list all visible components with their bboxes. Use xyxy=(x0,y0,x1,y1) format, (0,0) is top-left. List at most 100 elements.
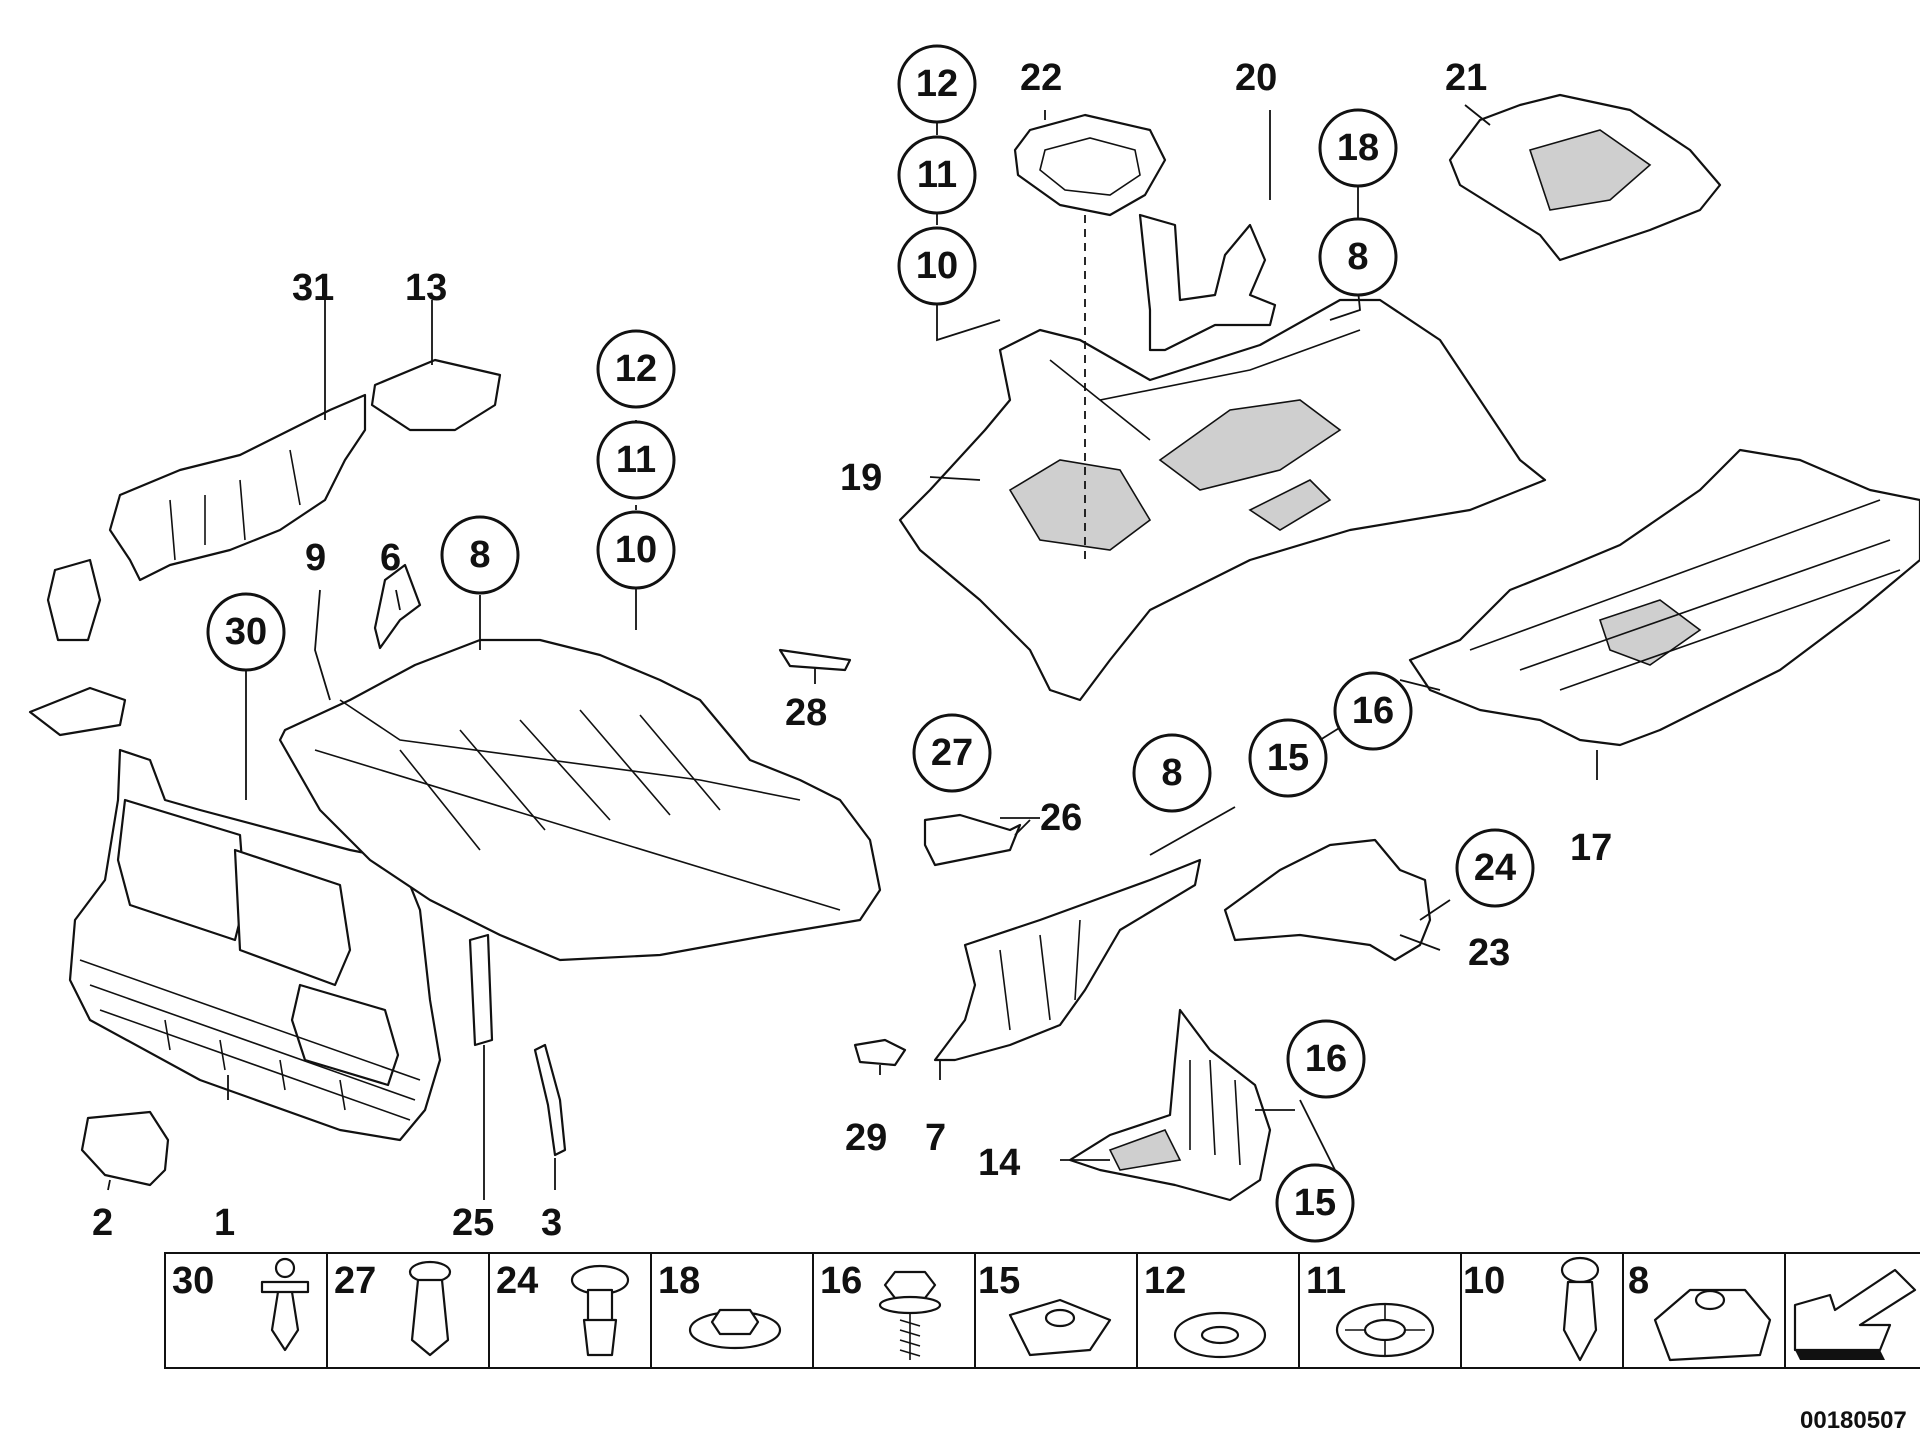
circled-callout-11-top: 11 xyxy=(897,135,977,215)
leader-lines xyxy=(107,104,1598,1200)
table-cell-27: 27 xyxy=(334,1260,452,1357)
table-cell-15: 15 xyxy=(978,1260,1112,1357)
circled-callout-12-mid: 12 xyxy=(596,329,676,409)
circled-callout-11-mid: 11 xyxy=(596,420,676,500)
svg-text:16: 16 xyxy=(1305,1038,1347,1080)
part-edge-ring xyxy=(46,558,102,642)
table-cell-11: 11 xyxy=(1306,1260,1435,1358)
table-cell-8: 8 xyxy=(1628,1260,1772,1362)
svg-text:10: 10 xyxy=(916,245,958,287)
lock-washer-icon xyxy=(1335,1302,1435,1358)
callout-13: 13 xyxy=(405,267,447,309)
svg-text:15: 15 xyxy=(1294,1182,1336,1224)
part-6-clip xyxy=(373,563,422,650)
part-27-bracket xyxy=(923,813,1022,867)
circled-callout-24: 24 xyxy=(1455,828,1535,908)
part-edge-cap xyxy=(28,686,127,737)
svg-text:8: 8 xyxy=(1628,1260,1649,1302)
circled-callout-8-right: 8 xyxy=(1132,733,1212,813)
push-rivet-icon xyxy=(260,1257,310,1352)
part-28-clip xyxy=(778,648,852,672)
circled-callout-8-mid: 8 xyxy=(440,515,520,595)
circled-callout-16-bottom: 16 xyxy=(1286,1019,1366,1099)
part-3-strap xyxy=(533,1043,567,1157)
part-9-front-underbody-panel xyxy=(278,638,882,962)
svg-text:30: 30 xyxy=(225,611,267,653)
table-cell-24: 24 xyxy=(496,1260,630,1357)
part-2-cover-cap xyxy=(80,1110,170,1187)
circled-callout-15-right: 15 xyxy=(1248,718,1328,798)
circled-callout-27: 27 xyxy=(912,713,992,793)
part-20-bracket xyxy=(1138,213,1277,352)
svg-text:15: 15 xyxy=(1267,737,1309,779)
plastic-rivet-icon xyxy=(570,1264,630,1357)
svg-text:16: 16 xyxy=(1352,690,1394,732)
document-id: 00180507 xyxy=(1800,1407,1907,1434)
svg-text:16: 16 xyxy=(820,1260,862,1302)
callout-2: 2 xyxy=(92,1202,113,1244)
svg-text:15: 15 xyxy=(978,1260,1020,1302)
circled-callout-12-top: 12 xyxy=(897,44,977,124)
svg-text:30: 30 xyxy=(172,1260,214,1302)
circled-callout-16-right: 16 xyxy=(1333,671,1413,751)
svg-text:11: 11 xyxy=(1306,1260,1346,1302)
clip-nut-icon xyxy=(1008,1298,1112,1357)
callout-29: 29 xyxy=(845,1117,887,1159)
flat-washer-icon xyxy=(1173,1311,1267,1359)
circled-callout-10-mid: 10 xyxy=(596,510,676,590)
callout-9: 9 xyxy=(305,537,326,579)
part-14-wheel-arch-liner xyxy=(1068,1008,1272,1202)
callout-20: 20 xyxy=(1235,57,1277,99)
svg-text:18: 18 xyxy=(658,1260,700,1302)
svg-text:12: 12 xyxy=(916,63,958,105)
svg-text:24: 24 xyxy=(1474,847,1516,889)
circled-callout-8-top: 8 xyxy=(1318,217,1398,297)
callout-6: 6 xyxy=(380,537,401,579)
callout-7: 7 xyxy=(925,1117,946,1159)
svg-text:27: 27 xyxy=(931,732,973,774)
svg-text:11: 11 xyxy=(917,154,957,196)
svg-text:8: 8 xyxy=(1161,752,1182,794)
circled-callout-10-top: 10 xyxy=(897,226,977,306)
part-25-strip xyxy=(468,933,494,1047)
table-cell-16: 16 xyxy=(820,1260,942,1360)
svg-text:8: 8 xyxy=(469,534,490,576)
callout-17: 17 xyxy=(1570,827,1612,869)
callout-26: 26 xyxy=(1040,797,1082,839)
svg-text:8: 8 xyxy=(1347,236,1368,278)
table-cell-18: 18 xyxy=(658,1260,782,1350)
part-23-heat-shield xyxy=(1223,838,1432,962)
svg-text:11: 11 xyxy=(616,439,656,481)
table-cell-arrow xyxy=(1793,1268,1917,1360)
callout-19: 19 xyxy=(840,457,882,499)
expanding-rivet-icon xyxy=(408,1260,452,1357)
spring-nut-icon xyxy=(1653,1288,1772,1362)
hex-screw-icon xyxy=(878,1270,942,1360)
table-cell-30: 30 xyxy=(172,1257,310,1352)
part-13-cover-plate xyxy=(370,358,502,432)
part-21-rear-tray xyxy=(1448,93,1722,262)
table-cell-10: 10 xyxy=(1463,1256,1600,1362)
callout-28: 28 xyxy=(785,692,827,734)
spreading-rivet-icon xyxy=(1560,1256,1600,1362)
svg-text:12: 12 xyxy=(1144,1260,1186,1302)
part-29-clip xyxy=(853,1038,907,1067)
part-19-center-underbody-tray xyxy=(898,298,1547,702)
callout-23: 23 xyxy=(1468,932,1510,974)
svg-text:27: 27 xyxy=(334,1260,376,1302)
svg-text:12: 12 xyxy=(615,348,657,390)
table-cell-12: 12 xyxy=(1144,1260,1267,1359)
circled-callout-30: 30 xyxy=(206,592,286,672)
svg-text:10: 10 xyxy=(1463,1260,1505,1302)
callout-25: 25 xyxy=(452,1202,494,1244)
callout-21: 21 xyxy=(1445,57,1487,99)
part-17-rear-underbody-panel xyxy=(1408,448,1920,747)
direction-arrow-icon xyxy=(1793,1268,1917,1360)
part-31-air-duct xyxy=(108,393,367,582)
part-22-frame xyxy=(1013,113,1167,217)
hex-nut-washer-icon xyxy=(688,1308,782,1350)
svg-text:24: 24 xyxy=(496,1260,538,1302)
callout-31: 31 xyxy=(292,267,334,309)
callout-3: 3 xyxy=(541,1202,562,1244)
